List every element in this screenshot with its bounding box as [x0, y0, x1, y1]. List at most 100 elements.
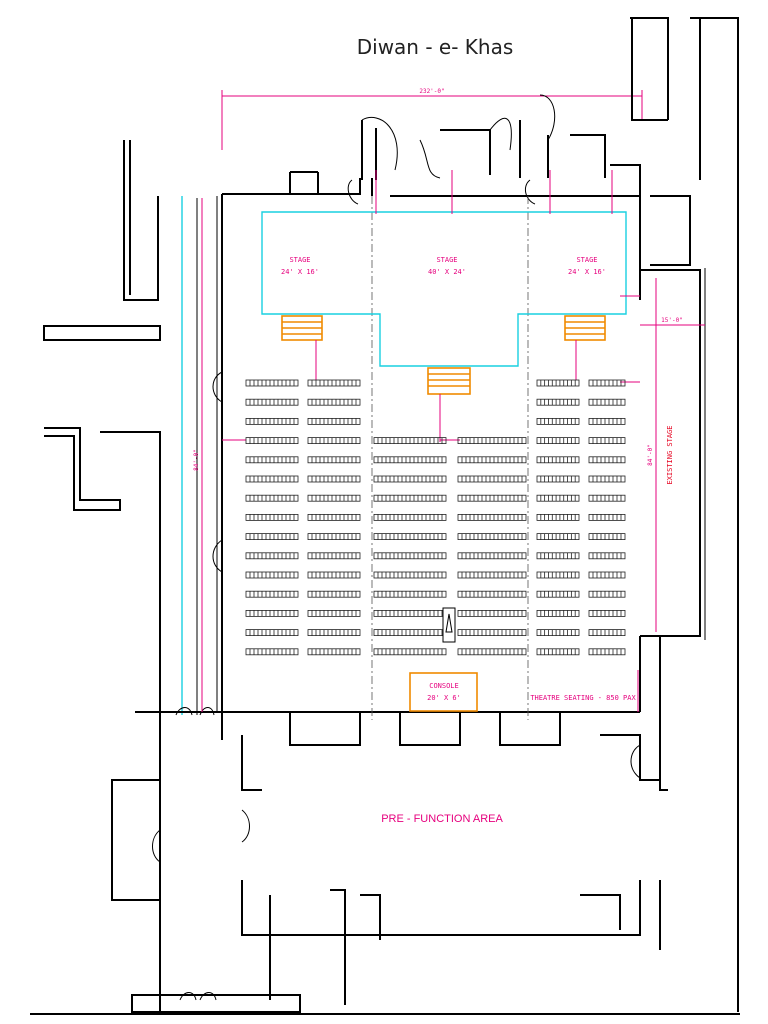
stage-right-size: 24' X 16' — [568, 268, 606, 276]
seat-row — [373, 571, 447, 579]
seat-row — [373, 456, 447, 464]
seat-row — [588, 417, 626, 425]
seat-row — [536, 571, 580, 579]
seat-row — [307, 629, 361, 636]
seat-row — [588, 610, 626, 617]
seat-row — [536, 590, 580, 598]
seat-row — [245, 552, 299, 560]
existing-height-label: 84'-0" — [647, 444, 654, 466]
seat-row — [588, 533, 626, 540]
seat-row — [457, 514, 527, 521]
seat-row — [245, 610, 299, 617]
seat-row — [457, 437, 527, 445]
seat-row — [307, 648, 361, 656]
seat-row — [536, 398, 580, 406]
seat-row — [588, 494, 626, 502]
seat-row — [536, 514, 580, 521]
existing-stage-label: EXISTING STAGE — [666, 425, 674, 484]
seat-row — [588, 514, 626, 521]
seat-row — [373, 629, 447, 636]
seat-row — [536, 494, 580, 502]
plan-title: Diwan - e- Khas — [357, 35, 514, 59]
existing-width-label: 15'-0" — [661, 317, 683, 324]
seat-row — [245, 417, 299, 425]
seat-row — [373, 533, 447, 540]
seat-row — [307, 514, 361, 521]
seat-row — [457, 456, 527, 464]
seat-row — [588, 590, 626, 598]
steps-left — [281, 315, 323, 341]
seat-row — [373, 475, 447, 483]
outer-walls — [30, 17, 740, 1015]
seat-row — [307, 552, 361, 560]
seat-row — [457, 648, 527, 656]
seat-row — [373, 494, 447, 502]
seat-row — [373, 648, 447, 656]
seat-row — [245, 475, 299, 483]
seat-row — [457, 552, 527, 560]
seat-row — [245, 648, 299, 656]
seat-row — [307, 379, 361, 387]
seat-row — [588, 475, 626, 483]
seat-row — [245, 590, 299, 598]
seat-row — [457, 475, 527, 483]
grid-axes — [371, 196, 529, 720]
seat-row — [307, 533, 361, 540]
seat-row — [588, 456, 626, 464]
seat-row — [457, 610, 527, 617]
seat-row — [245, 398, 299, 406]
seat-row — [588, 552, 626, 560]
seat-row — [373, 514, 447, 521]
pre-function-label: PRE - FUNCTION AREA — [381, 813, 503, 825]
stage-left-size: 24' X 16' — [281, 268, 319, 276]
seat-row — [457, 494, 527, 502]
seat-row — [373, 610, 447, 617]
stage-outline — [261, 211, 627, 367]
seat-row — [245, 456, 299, 464]
seat-row — [307, 398, 361, 406]
seating-capacity-note: THEATRE SEATING - 850 PAX — [530, 694, 636, 702]
seat-row — [245, 379, 299, 387]
steps-right — [564, 315, 606, 341]
seat-row — [536, 379, 580, 387]
seat-row — [245, 494, 299, 502]
seat-row — [457, 571, 527, 579]
theatre-seating — [245, 379, 626, 656]
steps-center — [427, 367, 471, 395]
seat-row — [373, 437, 447, 445]
console-label: CONSOLE — [429, 682, 459, 690]
top-dimension: 232'-0" — [221, 88, 643, 150]
seat-row — [457, 590, 527, 598]
stage-center-size: 40' X 24' — [428, 268, 466, 276]
stage-right-label: STAGE — [576, 256, 597, 264]
seat-row — [536, 437, 580, 445]
internal-dimensions: 84'-0" 15'-0" 84'-0" — [193, 170, 705, 712]
seat-row — [588, 629, 626, 636]
seat-row — [245, 514, 299, 521]
left-dimension-label: 84'-0" — [193, 449, 200, 471]
console: CONSOLE 20' X 6' — [409, 672, 478, 712]
seat-row — [307, 590, 361, 598]
seat-row — [307, 456, 361, 464]
seat-row — [536, 552, 580, 560]
seat-row — [307, 437, 361, 445]
seat-row — [457, 629, 527, 636]
top-dimension-label: 232'-0" — [419, 88, 444, 95]
seat-row — [307, 494, 361, 502]
seat-row — [588, 648, 626, 656]
seat-row — [536, 610, 580, 617]
door-swings — [152, 179, 641, 1001]
stage-center-label: STAGE — [436, 256, 457, 264]
console-size: 20' X 6' — [427, 694, 461, 702]
seat-row — [373, 552, 447, 560]
seat-row — [307, 475, 361, 483]
seat-row — [536, 533, 580, 540]
seat-row — [307, 610, 361, 617]
camera-platform — [442, 607, 456, 643]
seat-row — [307, 571, 361, 579]
seat-row — [536, 456, 580, 464]
seat-row — [536, 648, 580, 656]
seat-row — [588, 379, 626, 387]
seat-row — [307, 417, 361, 425]
